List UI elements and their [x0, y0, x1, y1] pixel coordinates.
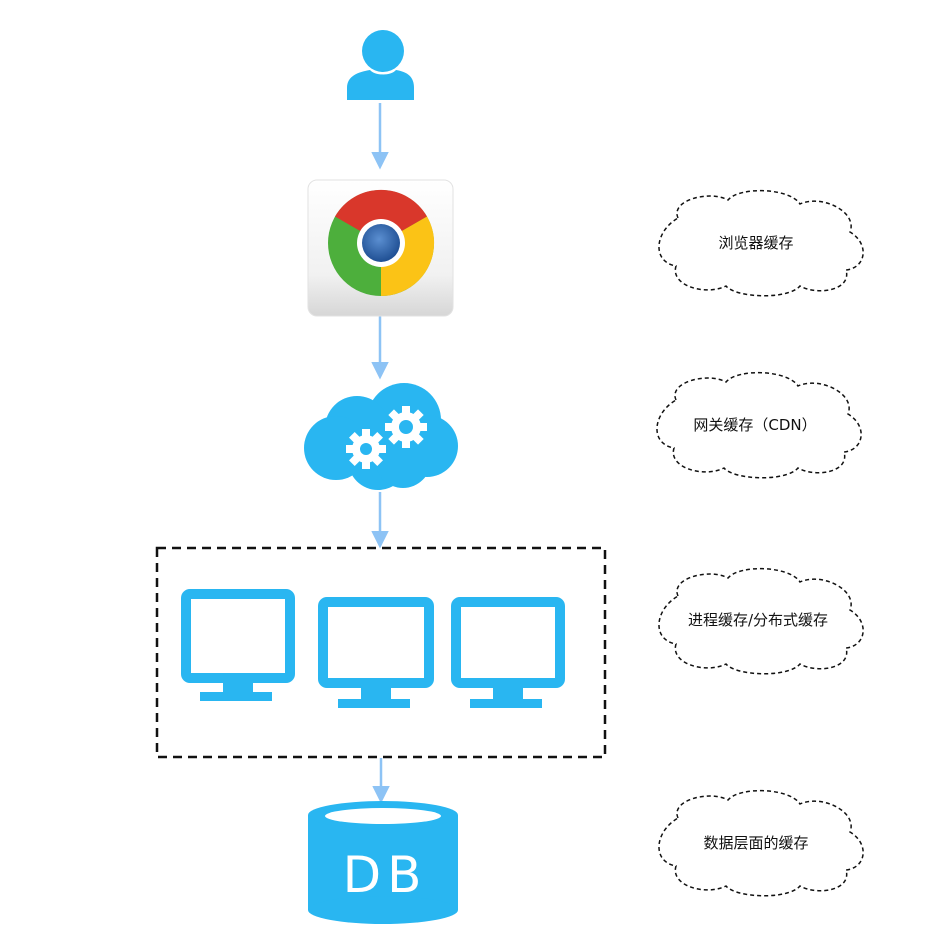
browser-cache-cloud: 浏览器缓存	[658, 190, 864, 297]
process-cache-note: 进程缓存/分布式缓存	[688, 611, 828, 629]
monitor-icon	[181, 589, 295, 701]
user-icon	[347, 30, 414, 100]
browser-cache-note: 浏览器缓存	[718, 234, 793, 252]
data-cache-cloud: 数据层面的缓存	[658, 790, 864, 897]
process-cache-cloud: 进程缓存/分布式缓存	[658, 568, 864, 675]
monitor-icon	[451, 597, 565, 708]
gear-icon	[385, 406, 427, 448]
chrome-browser-icon	[307, 179, 454, 317]
flow-arrows	[371, 103, 390, 804]
monitor-icon	[318, 597, 434, 708]
gear-icon	[346, 429, 386, 469]
data-cache-note: 数据层面的缓存	[703, 834, 808, 852]
gateway-cache-note: 网关缓存（CDN）	[693, 416, 816, 434]
database-label: DB	[343, 846, 428, 904]
server-group-frame	[155, 546, 607, 759]
database-icon: DB	[308, 801, 458, 924]
cloud-gears-icon	[304, 383, 458, 490]
gateway-cache-cloud: 网关缓存（CDN）	[656, 372, 862, 479]
